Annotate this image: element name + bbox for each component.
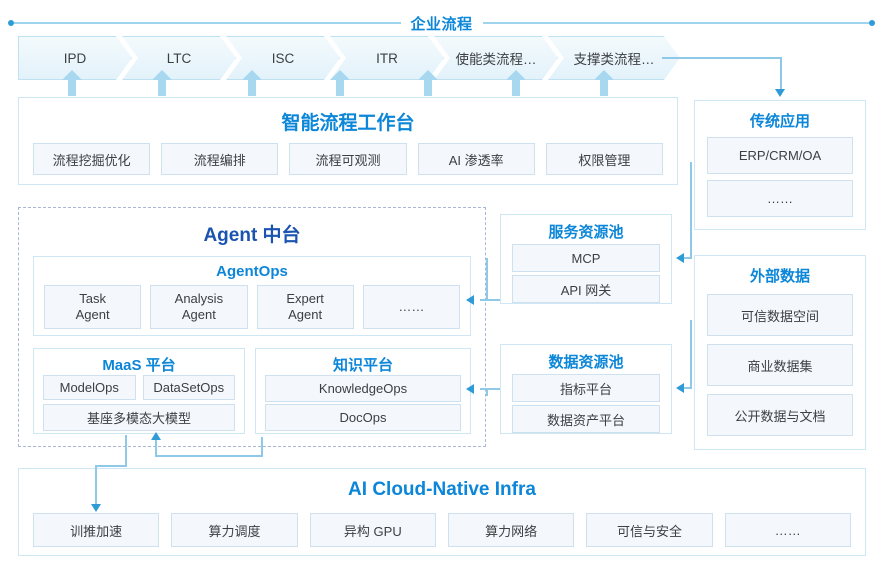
external-data-item-public-docs[interactable]: 公开数据与文档 xyxy=(707,394,853,436)
workbench-item-observability[interactable]: 流程可观测 xyxy=(289,143,407,175)
external-data-title: 外部数据 xyxy=(749,268,810,285)
connector-service-to-agent-h xyxy=(480,299,500,301)
workbench-item-permissions[interactable]: 权限管理 xyxy=(545,143,664,175)
connector-data-to-knowledge-h xyxy=(480,388,500,390)
flow-arrow-up-3 xyxy=(242,70,262,96)
connector-infra-to-maas-v1 xyxy=(155,440,157,456)
process-chevron-row: IPD LTC ISC ITR 使能类流程… 支撑类流程… xyxy=(18,36,678,78)
analysis-agent-line1: Analysis xyxy=(174,290,224,306)
connector-chevron-to-trad-h xyxy=(662,57,782,59)
connector-maas-to-infra-h xyxy=(95,465,127,467)
data-resource-pool-card: 数据资源池 指标平台 数据资产平台 xyxy=(500,344,672,434)
arrow-into-service-pool xyxy=(676,253,684,263)
agent-platform-title: Agent 中台 xyxy=(203,225,301,246)
data-pool-title: 数据资源池 xyxy=(548,354,624,371)
maas-item-datasetops[interactable]: DataSetOps xyxy=(142,375,235,400)
external-data-card: 外部数据 可信数据空间 商业数据集 公开数据与文档 xyxy=(694,255,866,450)
arrow-into-training-accel xyxy=(91,504,101,512)
agentops-card: AgentOps Task Agent Analysis Agent Exper… xyxy=(33,256,471,336)
service-resource-pool-card: 服务资源池 MCP API 网关 xyxy=(500,214,672,304)
intelligent-process-workbench: 智能流程工作台 流程挖掘优化 流程编排 流程可观测 AI 渗透率 权限管理 xyxy=(18,97,678,185)
rule-start-dot xyxy=(8,20,14,26)
connector-trad-to-service-h xyxy=(684,257,692,259)
enterprise-process-label: 企业流程 xyxy=(410,15,473,33)
traditional-apps-title: 传统应用 xyxy=(749,113,810,130)
task-agent-line2: Agent xyxy=(75,307,110,322)
flow-arrow-up-1 xyxy=(62,70,82,96)
arrow-into-foundation-model xyxy=(151,432,161,440)
connector-trad-to-service-v xyxy=(690,162,692,258)
infra-title: AI Cloud-Native Infra xyxy=(348,479,536,500)
knowledge-item-docops[interactable]: DocOps xyxy=(265,404,461,431)
enterprise-process-header: 企业流程 xyxy=(8,12,876,34)
workbench-title: 智能流程工作台 xyxy=(281,113,415,134)
rule-end-dot xyxy=(869,20,876,26)
connector-maas-to-infra-v1 xyxy=(125,435,127,466)
agentops-item-analysis-agent[interactable]: Analysis Agent xyxy=(150,285,248,329)
process-chevron-enabling[interactable]: 使能类流程… xyxy=(434,36,558,80)
maas-item-foundation-model[interactable]: 基座多模态大模型 xyxy=(43,404,235,431)
connector-infra-to-maas-v2 xyxy=(261,437,263,456)
workbench-item-orchestration[interactable]: 流程编排 xyxy=(161,143,279,175)
agentops-item-task-agent[interactable]: Task Agent xyxy=(44,285,142,329)
traditional-apps-card: 传统应用 ERP/CRM/OA …… xyxy=(694,100,866,230)
flow-arrow-up-5 xyxy=(418,70,438,96)
connector-service-to-agent-v xyxy=(486,258,488,300)
arrow-into-traditional-apps xyxy=(775,89,785,97)
workbench-item-ai-penetration[interactable]: AI 渗透率 xyxy=(417,143,535,175)
expert-agent-line1: Expert xyxy=(286,290,324,306)
infra-chip-row: 训推加速 算力调度 异构 GPU 算力网络 可信与安全 …… xyxy=(33,513,851,547)
agentops-title: AgentOps xyxy=(216,263,288,280)
infra-item-compute-network[interactable]: 算力网络 xyxy=(447,513,575,547)
arrow-into-data-pool xyxy=(676,383,684,393)
arrow-into-knowledge-platform xyxy=(466,384,474,394)
flow-arrow-up-2 xyxy=(152,70,172,96)
flow-arrow-up-6 xyxy=(506,70,526,96)
analysis-agent-line2: Agent xyxy=(181,307,216,322)
traditional-apps-item-more[interactable]: …… xyxy=(707,180,853,217)
connector-data-to-knowledge-v xyxy=(486,388,488,396)
data-pool-item-metrics-platform[interactable]: 指标平台 xyxy=(512,374,660,402)
flow-arrow-up-7 xyxy=(594,70,614,96)
connector-chevron-to-trad-v xyxy=(780,57,782,90)
service-pool-item-api-gateway[interactable]: API 网关 xyxy=(512,275,660,303)
infra-item-heterogeneous-gpu[interactable]: 异构 GPU xyxy=(309,513,436,547)
more-agents-ellipsis: …… xyxy=(398,298,425,314)
ai-cloud-native-infra-card: AI Cloud-Native Infra 训推加速 算力调度 异构 GPU 算… xyxy=(18,468,866,556)
knowledge-platform-title: 知识平台 xyxy=(332,357,393,374)
external-data-item-trusted-space[interactable]: 可信数据空间 xyxy=(707,294,853,336)
connector-maas-to-infra-v2 xyxy=(95,465,97,505)
external-data-item-commercial[interactable]: 商业数据集 xyxy=(707,344,853,386)
task-agent-line1: Task xyxy=(79,290,106,306)
workbench-item-mining[interactable]: 流程挖掘优化 xyxy=(33,143,151,175)
maas-platform-card: MaaS 平台 ModelOps DataSetOps 基座多模态大模型 xyxy=(33,348,245,434)
knowledge-item-knowledgeops[interactable]: KnowledgeOps xyxy=(265,375,461,402)
infra-item-training-accel[interactable]: 训推加速 xyxy=(33,513,160,547)
agentops-item-more[interactable]: …… xyxy=(362,285,460,329)
infra-item-trust-security[interactable]: 可信与安全 xyxy=(586,513,713,547)
rule-line-left xyxy=(14,22,401,24)
knowledge-platform-card: 知识平台 KnowledgeOps DocOps xyxy=(255,348,471,434)
expert-agent-line2: Agent xyxy=(288,307,323,322)
workbench-chip-row: 流程挖掘优化 流程编排 流程可观测 AI 渗透率 权限管理 xyxy=(33,143,664,175)
agentops-item-expert-agent[interactable]: Expert Agent xyxy=(256,285,354,329)
process-chevron-ltc[interactable]: LTC xyxy=(122,36,236,80)
data-pool-item-asset-platform[interactable]: 数据资产平台 xyxy=(512,405,660,433)
connector-ext-to-data-h xyxy=(684,387,692,389)
agentops-chip-row: Task Agent Analysis Agent Expert Agent …… xyxy=(44,285,460,329)
service-pool-item-mcp[interactable]: MCP xyxy=(512,244,660,272)
maas-title: MaaS 平台 xyxy=(102,357,176,374)
connector-infra-to-maas-h xyxy=(155,455,263,457)
maas-item-modelops[interactable]: ModelOps xyxy=(43,375,136,400)
infra-item-more[interactable]: …… xyxy=(724,513,851,547)
rule-line-right xyxy=(482,22,870,24)
arrow-into-agentops xyxy=(466,295,474,305)
infra-item-compute-schedule[interactable]: 算力调度 xyxy=(171,513,298,547)
connector-ext-to-data-v xyxy=(690,320,692,388)
traditional-apps-item-erp[interactable]: ERP/CRM/OA xyxy=(707,137,853,174)
process-chevron-supporting[interactable]: 支撑类流程… xyxy=(548,36,680,80)
flow-arrow-up-4 xyxy=(330,70,350,96)
service-pool-title: 服务资源池 xyxy=(548,224,624,241)
maas-chip-row: ModelOps DataSetOps xyxy=(43,375,235,400)
